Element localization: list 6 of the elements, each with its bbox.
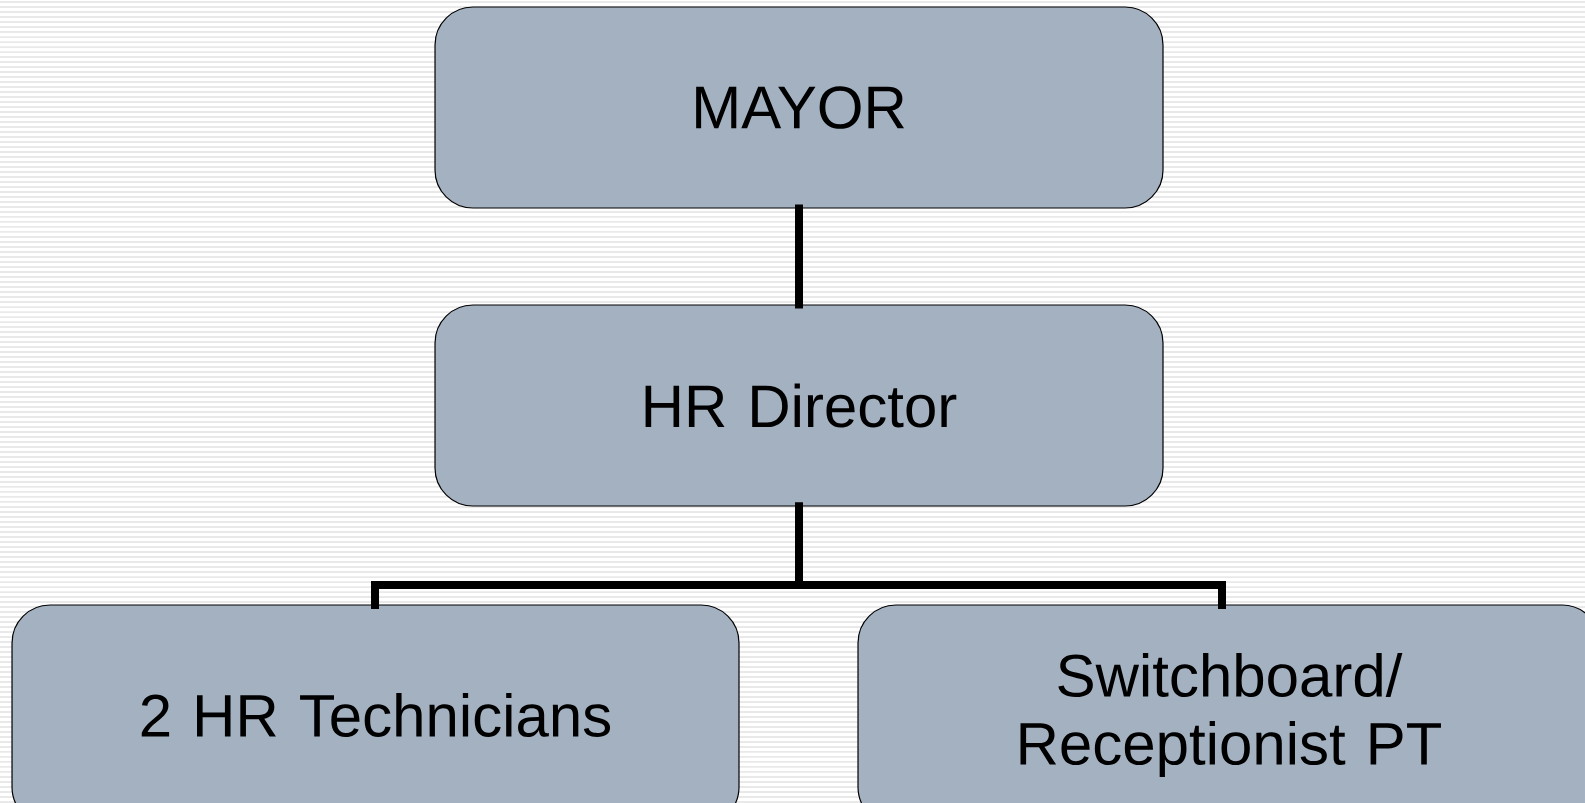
org-box: Switchboard/ Receptionist PT [857, 604, 1585, 803]
connector-line [795, 502, 1226, 609]
org-box: HR Director [434, 304, 1164, 507]
org-box: 2 HR Technicians [11, 604, 740, 803]
org-box: MAYOR [434, 6, 1164, 209]
connector-line [795, 204, 803, 309]
